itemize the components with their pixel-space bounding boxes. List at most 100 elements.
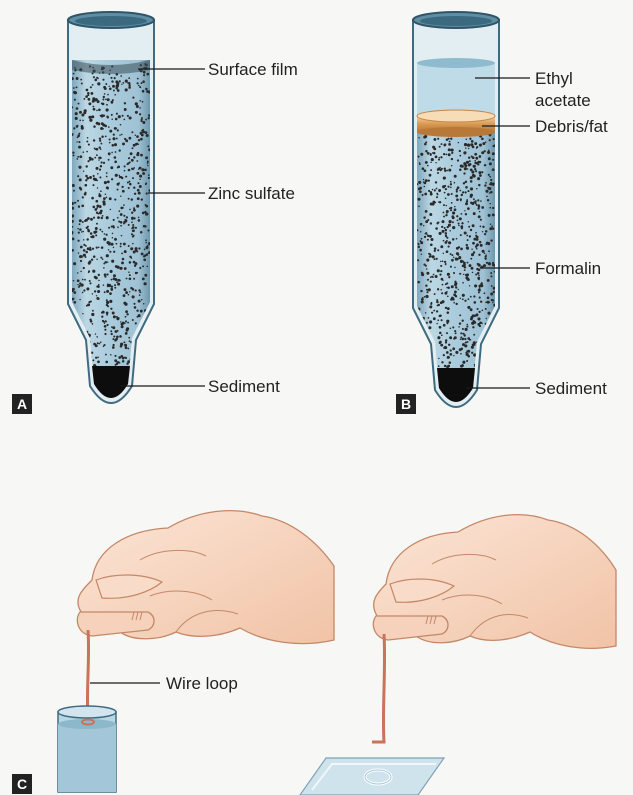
- particle: [111, 152, 113, 154]
- particle: [139, 175, 142, 178]
- particle: [479, 155, 482, 158]
- particle: [79, 228, 82, 231]
- particle: [443, 324, 446, 327]
- particle: [425, 340, 428, 343]
- particle: [448, 357, 450, 359]
- particle: [424, 362, 426, 364]
- particle: [471, 352, 473, 354]
- particle: [468, 355, 471, 358]
- particle: [422, 371, 425, 374]
- particle: [139, 267, 141, 269]
- particle: [81, 83, 83, 85]
- particle: [481, 206, 484, 209]
- particle: [419, 329, 420, 330]
- particle: [122, 142, 125, 145]
- particle: [138, 217, 140, 219]
- particle: [73, 262, 76, 265]
- particle: [491, 351, 493, 353]
- particle: [453, 355, 454, 356]
- particle: [459, 348, 462, 351]
- particle: [101, 231, 103, 233]
- particle: [132, 243, 134, 245]
- particle: [122, 207, 124, 209]
- particle: [440, 289, 442, 291]
- particle: [448, 153, 451, 156]
- particle: [451, 254, 453, 256]
- particle: [148, 372, 150, 374]
- particle: [83, 231, 85, 233]
- particle: [139, 294, 141, 296]
- particle: [473, 321, 476, 324]
- particle: [102, 320, 104, 322]
- particle: [473, 334, 475, 336]
- particle: [120, 321, 121, 322]
- particle: [462, 361, 465, 364]
- particle: [114, 127, 117, 130]
- particle: [443, 354, 445, 356]
- particle: [114, 160, 117, 163]
- particle: [441, 278, 444, 281]
- particle: [77, 136, 79, 138]
- particle: [466, 200, 468, 202]
- particle: [490, 275, 492, 277]
- particle: [479, 144, 482, 147]
- particle: [113, 315, 116, 318]
- particle: [456, 191, 458, 193]
- particle: [478, 289, 481, 292]
- particle: [114, 199, 116, 201]
- particle: [435, 227, 438, 230]
- particle: [131, 212, 133, 214]
- particle: [434, 250, 436, 252]
- particle: [85, 256, 87, 258]
- particle: [91, 259, 93, 261]
- particle: [74, 91, 77, 94]
- particle: [93, 108, 96, 111]
- particle: [489, 162, 492, 165]
- particle: [461, 194, 463, 196]
- particle: [92, 293, 94, 295]
- particle: [491, 285, 493, 287]
- particle: [126, 278, 128, 280]
- particle: [483, 350, 486, 353]
- particle: [136, 160, 138, 162]
- particle: [494, 271, 496, 273]
- particle: [116, 316, 118, 318]
- particle: [116, 85, 119, 88]
- particle: [111, 326, 113, 328]
- particle: [425, 161, 428, 164]
- particle: [424, 359, 426, 361]
- particle: [418, 181, 421, 184]
- particle: [446, 332, 448, 334]
- particle: [454, 182, 456, 184]
- particle: [96, 246, 98, 248]
- particle: [112, 346, 115, 349]
- particle: [129, 291, 130, 292]
- particle: [459, 314, 461, 316]
- particle: [490, 340, 493, 343]
- particle: [72, 152, 74, 154]
- particle: [475, 273, 477, 275]
- particle: [87, 217, 90, 220]
- particle: [478, 204, 480, 206]
- particle: [112, 344, 114, 346]
- particle: [461, 332, 463, 334]
- particle: [132, 295, 135, 298]
- particle: [459, 273, 461, 275]
- particle: [418, 137, 419, 138]
- particle: [476, 248, 478, 250]
- particle: [99, 169, 101, 171]
- label-formalin: Formalin: [535, 259, 601, 278]
- particle: [112, 338, 114, 340]
- particle: [467, 298, 469, 300]
- particle: [420, 223, 423, 226]
- particle: [96, 180, 98, 182]
- particle: [83, 151, 85, 153]
- particle: [469, 138, 471, 140]
- particle: [125, 346, 128, 349]
- particle: [124, 267, 127, 270]
- particle: [97, 342, 99, 344]
- particle: [439, 232, 442, 235]
- particle: [461, 222, 463, 224]
- particle: [106, 104, 108, 106]
- particle: [458, 289, 459, 290]
